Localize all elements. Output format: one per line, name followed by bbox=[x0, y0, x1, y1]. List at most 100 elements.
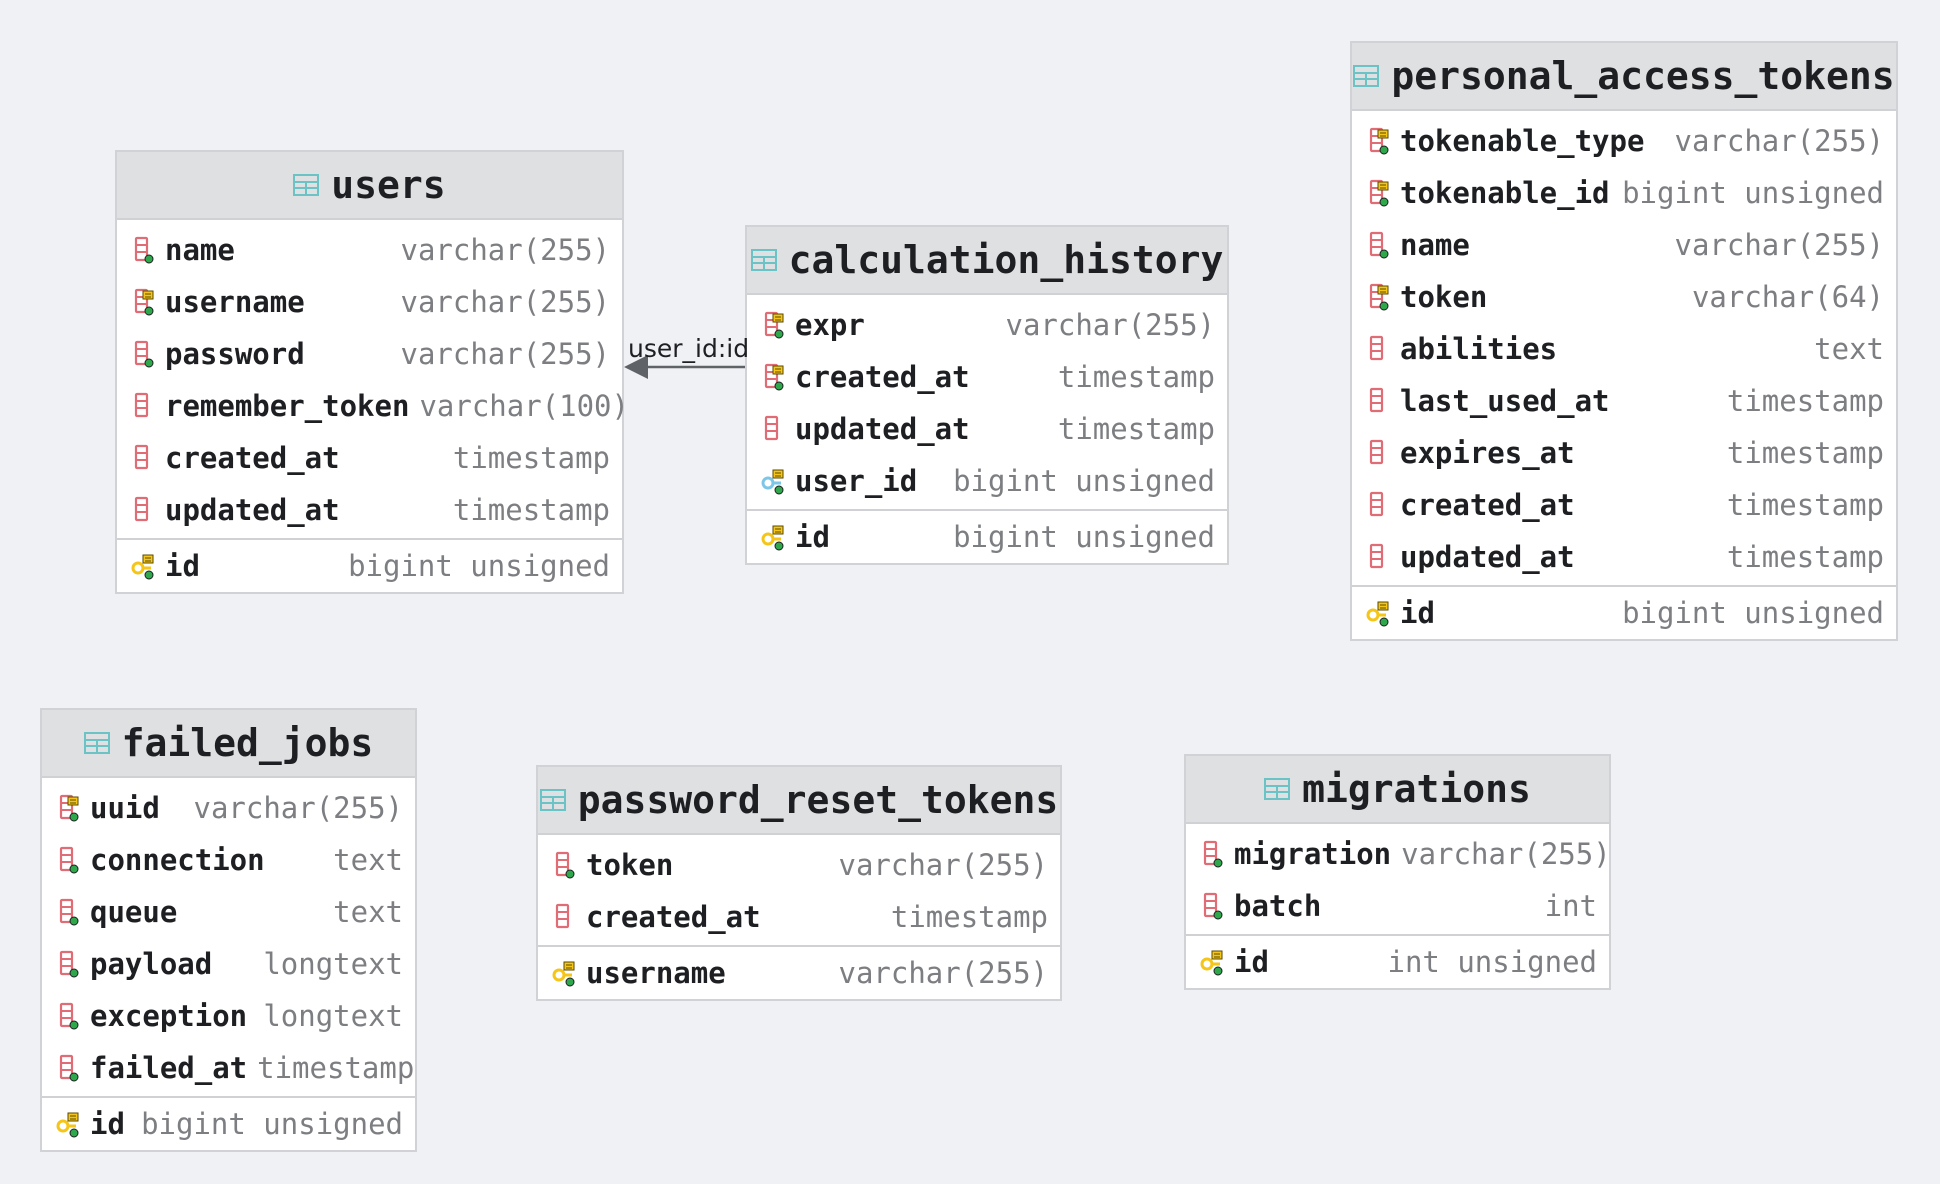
column-icon bbox=[1203, 840, 1223, 868]
column-name: uuid bbox=[90, 791, 160, 825]
column-name: connection bbox=[90, 843, 265, 877]
column-name: username bbox=[165, 285, 305, 319]
key-separator bbox=[1352, 585, 1896, 587]
index-column-icon bbox=[764, 311, 784, 339]
column-name: created_at bbox=[1400, 488, 1575, 522]
column-name: username bbox=[586, 956, 726, 990]
column-name: last_used_at bbox=[1400, 384, 1610, 418]
column-row[interactable]: created_at timestamp bbox=[117, 432, 622, 484]
column-type: timestamp bbox=[452, 441, 610, 475]
column-icon bbox=[59, 950, 79, 978]
column-name: id bbox=[90, 1107, 125, 1141]
column-name: created_at bbox=[165, 441, 340, 475]
column-name: abilities bbox=[1400, 332, 1558, 366]
index-column-icon bbox=[764, 363, 784, 391]
table-title: users bbox=[331, 163, 446, 207]
column-type: timestamp bbox=[452, 493, 610, 527]
primary-key-icon bbox=[761, 525, 784, 551]
table-title: personal_access_tokens bbox=[1391, 54, 1895, 98]
column-icon bbox=[134, 236, 154, 264]
index-column-icon bbox=[1369, 283, 1389, 311]
column-type: bigint unsigned bbox=[1622, 596, 1884, 630]
column-type: timestamp bbox=[1057, 360, 1215, 394]
column-name: token bbox=[1400, 280, 1488, 314]
column-icon bbox=[59, 1054, 79, 1082]
table-header: calculation_history bbox=[747, 227, 1227, 295]
table-header: password_reset_tokens bbox=[538, 767, 1060, 835]
column-type: bigint unsigned bbox=[1622, 176, 1884, 210]
column-name: updated_at bbox=[1400, 540, 1575, 574]
column-type: varchar(255) bbox=[838, 848, 1048, 882]
column-type: varchar(255) bbox=[400, 233, 610, 267]
table-icon bbox=[750, 249, 777, 271]
column-type: timestamp bbox=[1726, 488, 1884, 522]
column-row[interactable]: created_at timestamp bbox=[1352, 479, 1896, 531]
index-column-icon bbox=[1369, 127, 1389, 155]
column-name: expires_at bbox=[1400, 436, 1575, 470]
column-type: varchar(255) bbox=[838, 956, 1048, 990]
nullable-column-icon bbox=[1369, 543, 1384, 569]
primary-key-icon bbox=[56, 1112, 79, 1138]
column-name: expr bbox=[795, 308, 865, 342]
column-type: bigint unsigned bbox=[348, 549, 610, 583]
key-separator bbox=[42, 1096, 415, 1098]
primary-key-row[interactable]: id bigint unsigned bbox=[42, 1098, 415, 1150]
column-icon bbox=[59, 846, 79, 874]
nullable-column-icon bbox=[134, 496, 149, 522]
column-type: longtext bbox=[263, 999, 403, 1033]
column-type: bigint unsigned bbox=[953, 520, 1215, 554]
column-row[interactable]: exception longtext bbox=[42, 990, 415, 1042]
key-separator bbox=[538, 945, 1060, 947]
column-name: updated_at bbox=[795, 412, 970, 446]
foreign-key-icon bbox=[761, 469, 784, 495]
column-name: migration bbox=[1234, 837, 1392, 871]
column-type: bigint unsigned bbox=[141, 1107, 403, 1141]
column-type: varchar(255) bbox=[1674, 228, 1884, 262]
primary-key-icon bbox=[1366, 601, 1389, 627]
nullable-column-icon bbox=[1369, 387, 1384, 413]
table-header: migrations bbox=[1186, 756, 1609, 824]
table-title: password_reset_tokens bbox=[577, 778, 1059, 822]
table-icon bbox=[539, 789, 566, 811]
column-name: exception bbox=[90, 999, 248, 1033]
column-name: user_id bbox=[795, 464, 918, 498]
primary-key-row[interactable]: username varchar(255) bbox=[538, 947, 1060, 999]
nullable-column-icon bbox=[764, 415, 779, 441]
